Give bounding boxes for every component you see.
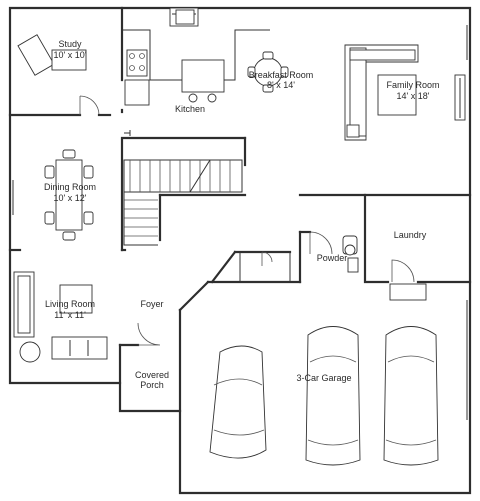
living-name: Living Room <box>45 299 95 309</box>
foyer-name: Foyer <box>140 299 163 309</box>
family-room-furniture <box>344 44 419 141</box>
car-right <box>383 326 439 466</box>
breakfast-size: 8' x 14' <box>267 80 295 90</box>
room-labels: Study 10' x 10' Kitchen Breakfast Room 8… <box>44 39 440 390</box>
dining-name: Dining Room <box>44 182 96 192</box>
family-name: Family Room <box>386 80 439 90</box>
garage-cars <box>209 326 439 466</box>
breakfast-table <box>247 51 289 93</box>
kitchen-fixtures <box>122 9 270 106</box>
living-size: 11' x 11' <box>54 310 86 320</box>
laundry-name: Laundry <box>394 230 427 240</box>
dining-size: 10' x 12' <box>54 193 87 203</box>
laundry-fixtures <box>389 283 427 301</box>
garage-name: 3-Car Garage <box>296 373 351 383</box>
study-furniture <box>17 34 87 76</box>
kitchen-name: Kitchen <box>175 104 205 114</box>
family-size: 14' x 18' <box>397 91 430 101</box>
study-size: 10' x 10' <box>54 50 87 60</box>
study-name: Study <box>58 39 82 49</box>
car-left <box>209 345 267 459</box>
hall-closet <box>239 251 291 283</box>
breakfast-name: Breakfast Room <box>249 70 314 80</box>
car-middle <box>305 326 361 466</box>
living-room-furniture <box>13 271 108 363</box>
dining-table <box>44 149 94 241</box>
powder-fixtures <box>342 235 359 273</box>
powder-name: Powder <box>317 253 348 263</box>
interior-walls <box>8 6 472 413</box>
stairs <box>123 130 243 246</box>
